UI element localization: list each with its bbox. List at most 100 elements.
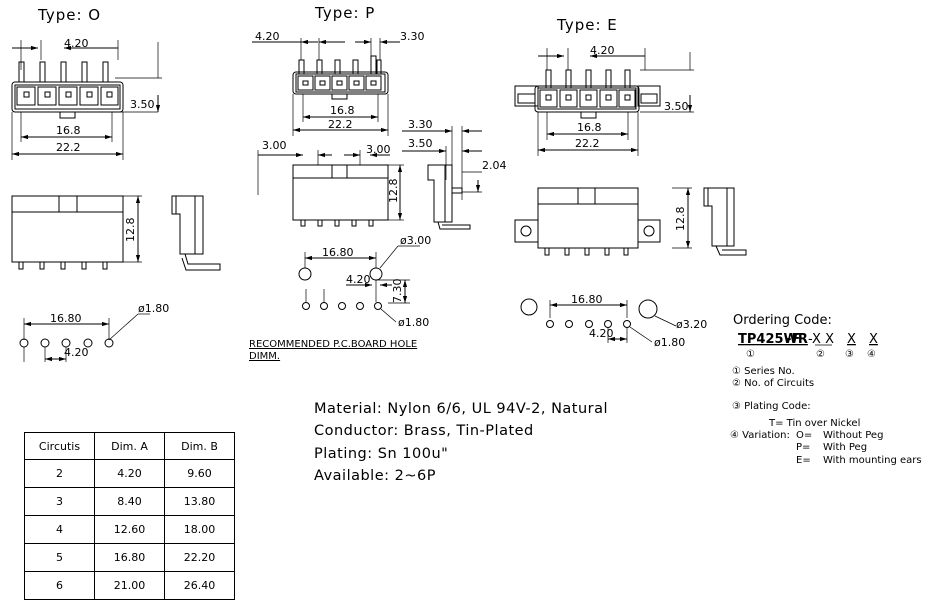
ordering-num-1: ① bbox=[746, 349, 755, 360]
type-p-group: Type: P 4.20 3.30 bbox=[249, 4, 507, 362]
table-cell: 12.60 bbox=[94, 515, 165, 544]
table-cell: 26.40 bbox=[164, 571, 235, 600]
type-e-group: Type: E 4.20 3.50 bbox=[514, 16, 747, 349]
type-e-pcb-layout: 16.80 ø3.20 4.20 ø1.80 bbox=[520, 293, 707, 349]
ordering-code-x4: X bbox=[869, 332, 878, 347]
table-header-circuits: Circutis bbox=[24, 432, 95, 460]
type-p-dim-inner: 16.8 bbox=[330, 104, 355, 117]
ordering-var-p-code: P= bbox=[796, 442, 810, 453]
type-e-pcb-hole: ø1.80 bbox=[654, 336, 685, 349]
type-o-dim-outer: 22.2 bbox=[56, 141, 81, 154]
type-e-dim-height: 3.50 bbox=[664, 100, 689, 113]
table-cell: 3 bbox=[24, 487, 95, 516]
ordering-code-main: TP425WR bbox=[738, 332, 808, 347]
type-e-side-view bbox=[703, 187, 747, 256]
ordering-var-e-code: E= bbox=[796, 455, 811, 466]
type-o-dim-inner: 16.8 bbox=[56, 124, 81, 137]
ordering-code: Ordering Code: TP425WR -F -X X X X ① ② ③… bbox=[730, 313, 922, 466]
type-e-pcb-span: 16.80 bbox=[571, 293, 603, 306]
ordering-num-4: ④ bbox=[867, 349, 876, 360]
table-header-row: Circutis Dim. A Dim. B bbox=[24, 432, 235, 460]
table-cell: 18.00 bbox=[164, 515, 235, 544]
ordering-num-2: ② bbox=[816, 349, 825, 360]
table-cell: 6 bbox=[24, 571, 95, 600]
table-row: 4 12.60 18.00 bbox=[24, 515, 235, 544]
type-e-dim-pitch: 4.20 bbox=[590, 44, 615, 57]
type-p-dim-pitch: 4.20 bbox=[255, 30, 280, 43]
type-e-top-view: 4.20 3.50 bbox=[514, 44, 694, 156]
type-o-pcb-span: 16.80 bbox=[50, 312, 82, 325]
type-o-dim-side: 12.8 bbox=[124, 218, 137, 243]
type-p-dim-front-right: 3.00 bbox=[366, 143, 391, 156]
type-e-pcb-pitch: 4.20 bbox=[589, 327, 614, 340]
table-cell: 2 bbox=[24, 459, 95, 488]
type-p-dim-side-c: 2.04 bbox=[482, 159, 507, 172]
type-p-dim-right: 3.30 bbox=[400, 30, 425, 43]
type-o-pcb-hole: ø1.80 bbox=[138, 302, 169, 315]
type-e-pcb-peg: ø3.20 bbox=[676, 318, 707, 331]
type-o-dim-height: 3.50 bbox=[130, 98, 155, 111]
type-o-top-view: 4.20 3.50 bbox=[11, 37, 162, 160]
ordering-var-o-text: Without Peg bbox=[823, 430, 883, 441]
type-p-pcb-layout: 16.80 ø3.00 4.20 7.30 ø1.80 RECOMMENDED … bbox=[249, 234, 431, 362]
ordering-title: Ordering Code: bbox=[733, 313, 832, 328]
material-line-1: Material: Nylon 6/6, UL 94V-2, Natural bbox=[314, 401, 608, 417]
type-o-pcb-layout: 16.80 ø1.80 4.20 bbox=[19, 302, 169, 362]
material-line-3: Plating: Sn 100u" bbox=[314, 446, 448, 462]
type-p-dim-front-left: 3.00 bbox=[262, 139, 287, 152]
type-p-dim-front-height: 12.8 bbox=[387, 179, 400, 204]
ordering-num-3: ③ bbox=[845, 349, 854, 360]
type-p-top-view: 4.20 3.30 bbox=[252, 30, 425, 136]
table-cell: 16.80 bbox=[94, 543, 165, 572]
type-o-front-view: 12.8 bbox=[11, 195, 142, 270]
type-p-pcb-span: 16.80 bbox=[322, 246, 354, 259]
material-spec: Material: Nylon 6/6, UL 94V-2, Natural C… bbox=[314, 401, 608, 484]
type-e-title: Type: E bbox=[556, 16, 618, 34]
ordering-code-xx: -X X bbox=[808, 332, 834, 347]
table-row: 3 8.40 13.80 bbox=[24, 487, 235, 516]
type-p-pcb-pitch: 4.20 bbox=[346, 273, 371, 286]
dimensions-table: Circutis Dim. A Dim. B 2 4.20 9.60 3 8.4… bbox=[24, 432, 235, 600]
type-e-dim-side: 12.8 bbox=[674, 207, 687, 232]
type-p-dim-side-b: 3.50 bbox=[408, 137, 433, 150]
type-e-dim-outer: 22.2 bbox=[575, 137, 600, 150]
table-cell: 21.00 bbox=[94, 571, 165, 600]
table-cell: 13.80 bbox=[164, 487, 235, 516]
table-cell: 9.60 bbox=[164, 459, 235, 488]
ordering-var-o-code: O= bbox=[796, 430, 812, 441]
material-line-2: Conductor: Brass, Tin-Plated bbox=[314, 423, 534, 439]
type-p-title: Type: P bbox=[314, 4, 375, 22]
type-o-side-view bbox=[171, 195, 221, 271]
type-e-dim-inner: 16.8 bbox=[577, 121, 602, 134]
ordering-var-e-text: With mounting ears bbox=[823, 455, 922, 466]
table-cell: 4.20 bbox=[94, 459, 165, 488]
ordering-legend-1: ① Series No. bbox=[732, 366, 795, 377]
table-cell: 4 bbox=[24, 515, 95, 544]
material-line-4: Available: 2~6P bbox=[314, 468, 436, 484]
table-cell: 8.40 bbox=[94, 487, 165, 516]
ordering-var-p-text: With Peg bbox=[823, 442, 867, 453]
type-o-dim-pitch: 4.20 bbox=[64, 37, 89, 50]
table-header-dim-b: Dim. B bbox=[164, 432, 235, 460]
table-row: 5 16.80 22.20 bbox=[24, 543, 235, 572]
table-row: 2 4.20 9.60 bbox=[24, 459, 235, 488]
ordering-legend-3: ③ Plating Code: bbox=[732, 401, 811, 412]
ordering-code-f: -F bbox=[786, 332, 800, 347]
table-header-dim-a: Dim. A bbox=[94, 432, 165, 460]
type-p-pcb-peg: ø3.00 bbox=[400, 234, 431, 247]
ordering-legend-4-label: ④ Variation: bbox=[730, 430, 790, 441]
table-row: 6 21.00 26.40 bbox=[24, 571, 235, 600]
type-p-pcb-offset: 7.30 bbox=[391, 279, 404, 304]
type-o-group: Type: O 4.20 3.50 bbox=[11, 6, 221, 362]
type-o-pcb-pitch: 4.20 bbox=[64, 346, 89, 359]
type-p-side-view: 3.30 3.50 2.04 bbox=[402, 118, 507, 230]
ordering-legend-3-value: T= Tin over Nickel bbox=[768, 418, 860, 429]
table-cell: 22.20 bbox=[164, 543, 235, 572]
type-p-pcb-caption-1: RECOMMENDED P.C.BOARD HOLE bbox=[249, 339, 417, 350]
type-p-pcb-caption-2: DIMM. bbox=[249, 351, 280, 362]
type-o-title: Type: O bbox=[37, 6, 101, 24]
type-p-pcb-hole: ø1.80 bbox=[398, 316, 429, 329]
ordering-code-x3: X bbox=[847, 332, 856, 347]
type-p-dim-side-a: 3.30 bbox=[408, 118, 433, 131]
